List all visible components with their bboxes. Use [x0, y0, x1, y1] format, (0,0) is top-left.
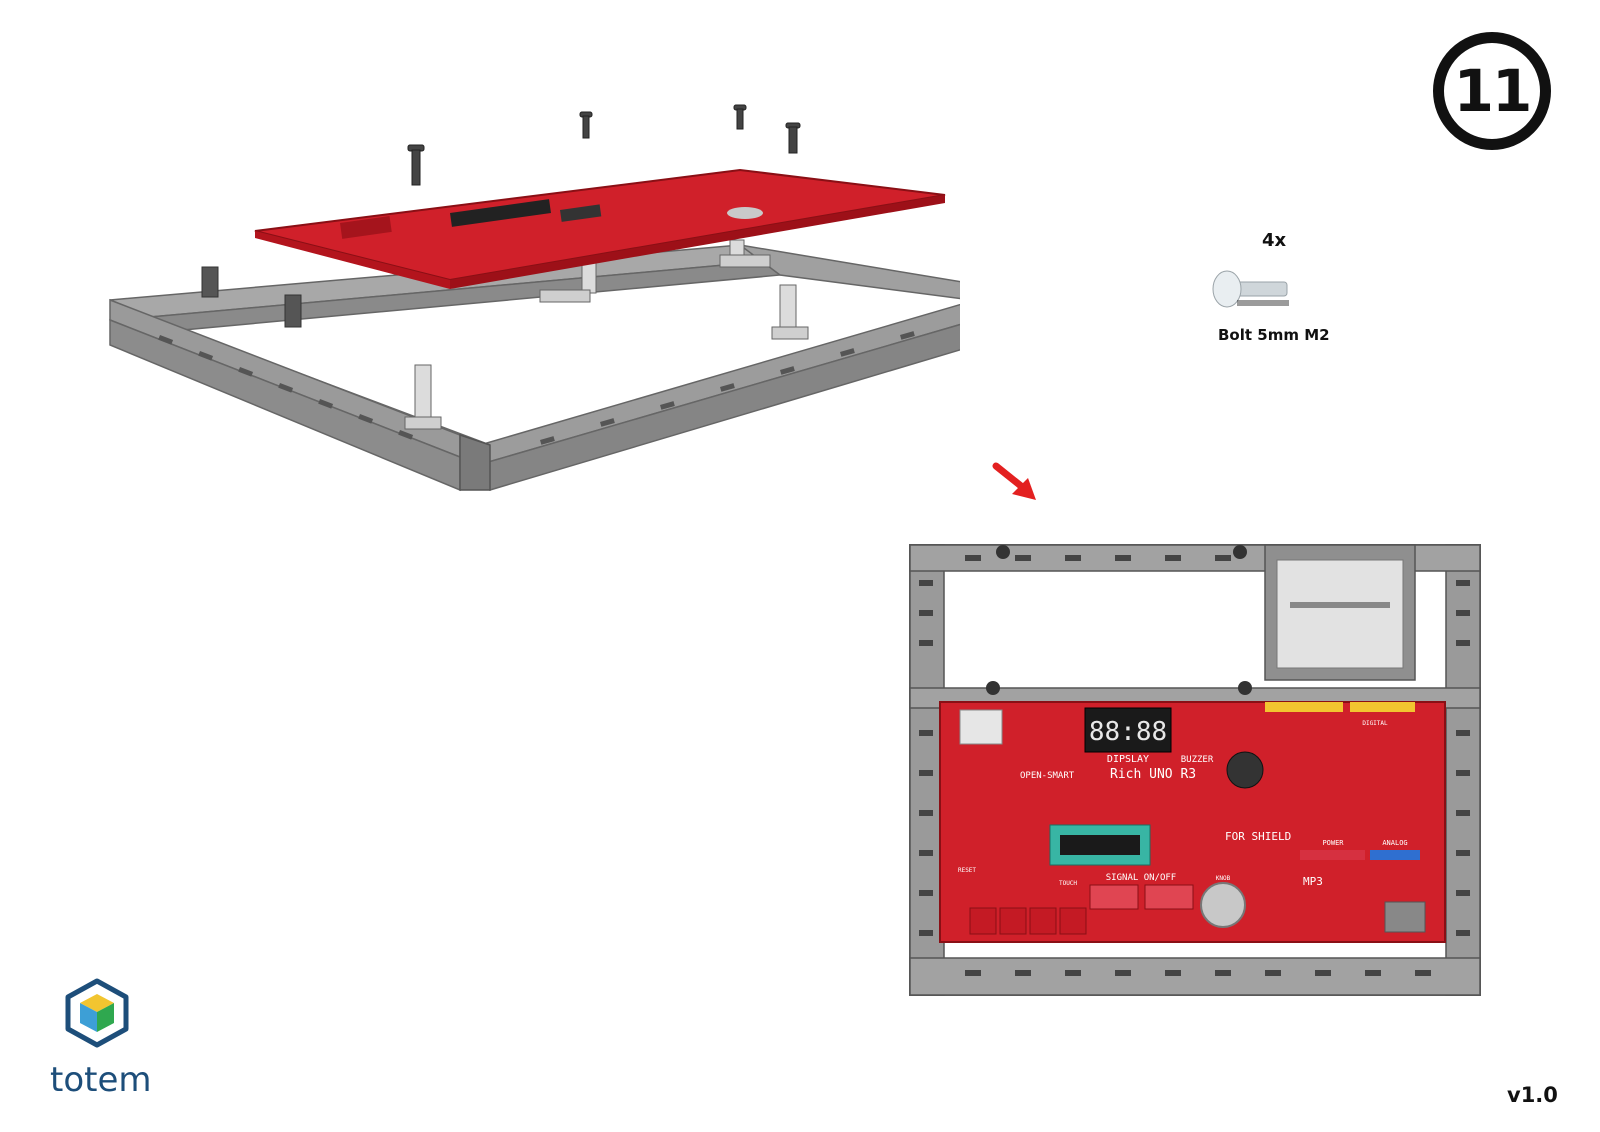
board-power-label: POWER	[1322, 839, 1344, 847]
bolt-part-icon	[1212, 270, 1289, 308]
frame-front-rail	[109, 298, 491, 492]
board-model: Rich UNO R3	[1110, 767, 1196, 782]
version-label: v1.0	[1507, 1083, 1558, 1107]
assembled-pcb: 88:88 DIPSLAY BUZZER OPEN-SMART Rich UNO…	[939, 701, 1446, 943]
frame-slots	[158, 331, 915, 445]
board-display-digits: 88:88	[1089, 717, 1167, 747]
step-number: 11	[1453, 57, 1533, 125]
board-display-label: DIPSLAY	[1107, 754, 1149, 765]
board-reset-label: RESET	[958, 867, 976, 874]
pcb-board	[254, 168, 946, 289]
bolts	[407, 104, 801, 186]
exploded-assembly-view	[109, 104, 960, 492]
step-number-badge: 11	[1433, 32, 1551, 150]
board-mp3-label: MP3	[1303, 875, 1323, 888]
parts-quantity: 4x	[1262, 230, 1287, 251]
board-shield-label: FOR SHIELD	[1225, 830, 1291, 843]
assembled-standoffs	[986, 545, 1252, 695]
board-touch-label: TOUCH	[1059, 880, 1077, 887]
board-brand: OPEN-SMART	[1020, 771, 1075, 781]
red-arrow-icon	[992, 462, 1036, 500]
parts-name: Bolt 5mm M2	[1218, 326, 1330, 344]
board-buzzer-label: BUZZER	[1181, 755, 1214, 765]
assembled-frame-slots	[919, 555, 1470, 976]
frame-right-rail	[479, 244, 960, 491]
board-digital-label: DIGITAL	[1362, 720, 1388, 727]
standoffs	[201, 239, 809, 430]
assembled-view: 88:88 DIPSLAY BUZZER OPEN-SMART Rich UNO…	[909, 544, 1481, 996]
board-analog-label: ANALOG	[1382, 839, 1407, 847]
board-signal-label: SIGNAL ON/OFF	[1106, 873, 1176, 883]
board-knob-label: KNOB	[1216, 875, 1231, 882]
totem-logo-icon	[65, 978, 129, 1048]
totem-logo-text: totem	[50, 1060, 152, 1100]
